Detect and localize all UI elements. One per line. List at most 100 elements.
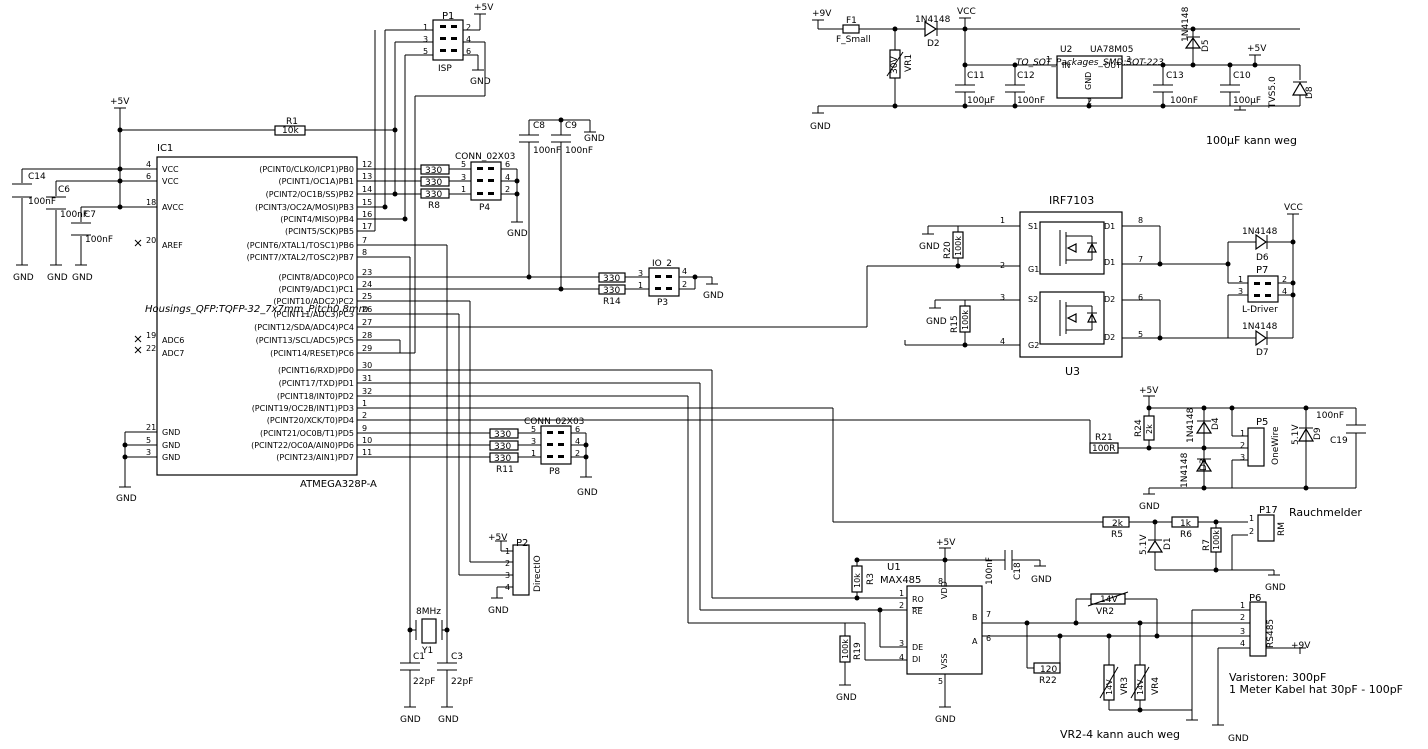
- connector-p7[interactable]: P7 L-Driver 1 2 3 4: [1238, 265, 1287, 315]
- svg-text:GND: GND: [810, 122, 831, 132]
- svg-text:4: 4: [575, 437, 580, 446]
- svg-text:100nF: 100nF: [565, 146, 593, 156]
- svg-text:F1: F1: [846, 16, 857, 26]
- svg-text:DE: DE: [912, 643, 923, 652]
- svg-text:4: 4: [1282, 287, 1287, 296]
- svg-text:OneWire: OneWire: [1271, 426, 1281, 465]
- svg-text:1N4148: 1N4148: [1242, 322, 1278, 332]
- resistor-array-r14[interactable]: 330 330 R14: [598, 272, 626, 307]
- svg-text:330: 330: [425, 190, 442, 200]
- capacitor-c7[interactable]: C7 100nF: [71, 210, 113, 245]
- svg-text:1N4148: 1N4148: [1180, 452, 1190, 488]
- ic1-pin-name: ADC6: [162, 336, 184, 345]
- svg-text:R5: R5: [1111, 530, 1123, 540]
- diode-d7[interactable]: 1N4148 D7: [1242, 322, 1278, 358]
- svg-text:G2: G2: [1028, 341, 1039, 350]
- note-vr-optional: VR2-4 kann auch weg: [1060, 728, 1180, 741]
- ic1-pin-name: (PCINT13/SCL/ADC5)PC5: [256, 336, 354, 345]
- ic1-pin-number: 23: [362, 268, 372, 277]
- svg-text:3: 3: [1240, 627, 1245, 636]
- svg-text:8MHz: 8MHz: [416, 607, 441, 617]
- svg-text:D3: D3: [1199, 458, 1209, 471]
- svg-text:Rauchmelder: Rauchmelder: [1289, 506, 1362, 519]
- svg-text:GND: GND: [47, 273, 68, 283]
- svg-text:100nF: 100nF: [1017, 96, 1045, 106]
- crystal-y1[interactable]: 8MHz Y1: [407, 607, 450, 656]
- svg-text:R8: R8: [428, 201, 440, 211]
- svg-text:22pF: 22pF: [413, 677, 435, 687]
- svg-text:P6: P6: [1249, 593, 1261, 604]
- svg-text:100k: 100k: [841, 639, 850, 659]
- mosfet-u3[interactable]: IRF7103 U3 S1 G1 S2 G2 D1 D1 D2 D2 1 2 3…: [1000, 194, 1143, 378]
- p2-wiring: +5V GND: [459, 533, 513, 616]
- ic1-pin-number: 25: [362, 292, 372, 301]
- svg-text:C13: C13: [1166, 71, 1184, 81]
- connector-p2[interactable]: P2 DirectIO 1 2 3 4: [505, 538, 543, 596]
- capacitor-c1[interactable]: GND C1 22pF: [400, 652, 435, 725]
- svg-text:D7: D7: [1256, 348, 1269, 358]
- connector-p3[interactable]: IO_2 P3 3 4 1 2: [638, 259, 687, 308]
- onewire-circuit[interactable]: +5V R24 2k R21 100R 1N4148 D4 1N4148 D3 …: [1089, 386, 1366, 512]
- resistor-array-r8[interactable]: 330 330 330 R8: [420, 164, 450, 211]
- svg-text:R24: R24: [1134, 419, 1144, 437]
- capacitor-c3[interactable]: GND C3 22pF: [437, 652, 473, 725]
- ic1-pin-name: AVCC: [162, 203, 184, 212]
- svg-text:5: 5: [461, 160, 466, 169]
- connector-p8[interactable]: CONN_02X03 P8 5 6 3 4 1 2: [524, 417, 584, 477]
- svg-text:D1: D1: [1104, 258, 1115, 267]
- capacitor-c14[interactable]: C14 100nF: [12, 172, 56, 207]
- svg-text:+5V: +5V: [110, 97, 130, 107]
- svg-text:R15: R15: [950, 315, 960, 333]
- ic1-pin-number: 11: [362, 448, 372, 457]
- resistor-r19[interactable]: R19 100k: [839, 635, 863, 663]
- varistor-vr4[interactable]: 14V VR4: [1130, 664, 1161, 701]
- ic1-pin-number: 28: [362, 331, 372, 340]
- capacitor-c8[interactable]: C8 100nF: [519, 121, 561, 156]
- svg-text:330: 330: [603, 274, 620, 284]
- smoke-detector-circuit[interactable]: 2k R5 1k R6 5.1V D1 R7 100k GND P17 RM 1…: [1102, 505, 1362, 593]
- rs485-transceiver-u1[interactable]: U1 MAX485 RO RE DE DI 1 2 3 4 VDD 8 VSS …: [880, 562, 991, 686]
- varistor-vr3[interactable]: 14V VR3: [1099, 664, 1130, 701]
- svg-text:C7: C7: [84, 210, 96, 220]
- svg-text:GND: GND: [926, 317, 947, 327]
- resistor-r22[interactable]: 120 R22: [1033, 662, 1061, 686]
- svg-text:100k: 100k: [954, 236, 963, 256]
- svg-text:14V: 14V: [1105, 679, 1114, 695]
- ic1-pin-name: (PCINT1/OC1A)PB1: [278, 177, 354, 186]
- svg-text:R20: R20: [943, 241, 953, 259]
- ic1-pin-name: (PCINT21/OC0B/T1)PD5: [260, 429, 354, 438]
- ic1-pin-name: (PCINT11/ADC3)PC3: [273, 310, 354, 319]
- svg-text:4: 4: [899, 653, 904, 662]
- svg-text:P2: P2: [516, 538, 528, 549]
- svg-text:D2: D2: [1104, 333, 1115, 342]
- ic1-pin-name: (PCINT4/MISO)PB4: [280, 215, 354, 224]
- varistor-vr2[interactable]: 14V VR2: [1087, 591, 1129, 617]
- diode-d6[interactable]: 1N4148 D6: [1242, 227, 1278, 263]
- svg-text:ISP: ISP: [438, 64, 452, 74]
- svg-text:R22: R22: [1039, 676, 1057, 686]
- svg-text:330: 330: [494, 442, 511, 452]
- svg-text:330: 330: [603, 286, 620, 296]
- ic1-pin-name: (PCINT17/TXD)PD1: [279, 379, 354, 388]
- connector-p6-rs485[interactable]: P6 RS485 1 2 3 4: [1236, 593, 1276, 657]
- resistor-r15[interactable]: R15 100k: [950, 305, 971, 333]
- ic1-atmega328p[interactable]: IC1 ATMEGA328P-A Housings_QFP:TQFP-32_7x…: [145, 143, 377, 490]
- svg-text:7: 7: [1138, 255, 1143, 264]
- u1-wiring: +5V GND 100nF C18 GND GND GND +9V: [836, 538, 1311, 744]
- connector-p4[interactable]: CONN_02X03 P4 5 6 3 4 1 2: [455, 152, 515, 213]
- svg-text:3: 3: [423, 35, 428, 44]
- ic1-pin-number: 26: [362, 305, 372, 314]
- svg-text:3: 3: [461, 173, 466, 182]
- resistor-r1[interactable]: R1 10k: [274, 117, 306, 136]
- svg-text:GND: GND: [116, 494, 137, 504]
- svg-text:U1: U1: [887, 562, 901, 573]
- svg-text:2: 2: [575, 449, 580, 458]
- power-supply[interactable]: +9V F1 F_Small 1N4148 D2 VCC 30V VR1 GND…: [810, 6, 1315, 147]
- resistor-r3[interactable]: R3 10k: [851, 565, 876, 593]
- p3-wiring: GND: [625, 274, 724, 301]
- resistor-r20[interactable]: R20 100k: [943, 231, 964, 259]
- svg-text:GND: GND: [935, 715, 956, 725]
- resistor-array-r11[interactable]: 330 330 330 R11: [489, 428, 519, 475]
- connector-p1-isp[interactable]: P1 ISP 1 2 3 4 5 6: [423, 11, 471, 74]
- capacitor-c6[interactable]: C6 100nF: [46, 185, 88, 220]
